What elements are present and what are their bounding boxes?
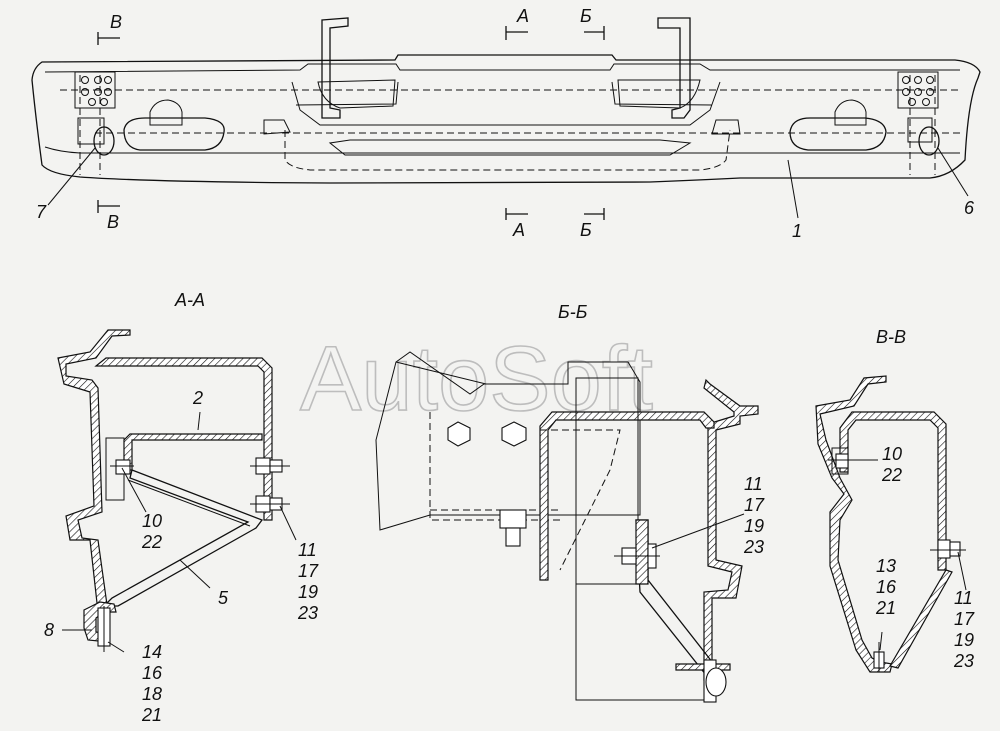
- callout-stack-aa-upper: 10 22: [141, 511, 162, 552]
- left-mounting-plate: [74, 71, 116, 109]
- bumper-front-view: [31, 17, 981, 219]
- callout-2: 2: [192, 388, 203, 408]
- callout-stack-bb-right: 11 17 19 23: [743, 474, 765, 557]
- callout-aa-22: 22: [141, 532, 162, 552]
- callout-aa-11: 11: [298, 540, 317, 560]
- callout-aa-10: 10: [142, 511, 162, 531]
- callout-7: 7: [36, 202, 47, 222]
- callout-vv-16: 16: [876, 577, 897, 597]
- callout-aa-17: 17: [298, 561, 319, 581]
- callout-aa-18: 18: [142, 684, 162, 704]
- callout-vv-23: 23: [953, 651, 974, 671]
- callout-aa-21: 21: [141, 705, 162, 725]
- callout-stack-aa-bottom: 14 16 18 21: [141, 642, 163, 725]
- right-mounting-plate: [897, 71, 939, 109]
- callout-bb-17: 17: [744, 495, 765, 515]
- callout-vv-19: 19: [954, 630, 974, 650]
- callout-8: 8: [44, 620, 54, 640]
- section-bb: [375, 351, 759, 703]
- section-vv: [815, 375, 967, 673]
- callout-5: 5: [218, 588, 229, 608]
- cut-label-b-top: Б: [580, 6, 592, 26]
- callout-1: 1: [792, 221, 802, 241]
- callout-stack-vv-middle: 13 16 21: [875, 556, 897, 618]
- callout-aa-16: 16: [142, 663, 163, 683]
- callout-bb-11: 11: [744, 474, 763, 494]
- cut-label-a-top: А: [516, 6, 529, 26]
- section-title-vv: В-В: [876, 327, 906, 347]
- callout-aa-19: 19: [298, 582, 318, 602]
- callout-vv-17: 17: [954, 609, 975, 629]
- cut-label-b-bottom: Б: [580, 220, 592, 240]
- callout-bb-23: 23: [743, 537, 764, 557]
- cut-label-v-top: В: [110, 12, 122, 32]
- callout-aa-14: 14: [142, 642, 162, 662]
- cut-marks: [97, 26, 605, 220]
- section-title-bb: Б-Б: [558, 302, 588, 322]
- callout-aa-23: 23: [297, 603, 318, 623]
- callout-vv-13: 13: [876, 556, 896, 576]
- cut-label-v-bottom: В: [107, 212, 119, 232]
- callout-stack-vv-right: 11 17 19 23: [953, 588, 975, 671]
- callout-vv-21: 21: [875, 598, 896, 618]
- callout-vv-11: 11: [954, 588, 973, 608]
- callout-vv-22: 22: [881, 465, 902, 485]
- callout-vv-10: 10: [882, 444, 902, 464]
- callout-6: 6: [964, 198, 975, 218]
- cut-label-a-bottom: А: [512, 220, 525, 240]
- callout-stack-vv-upper: 10 22: [881, 444, 902, 485]
- section-aa: [57, 329, 297, 653]
- section-title-aa: А-А: [174, 290, 205, 310]
- callout-bb-19: 19: [744, 516, 764, 536]
- callout-stack-aa-right: 11 17 19 23: [297, 540, 319, 623]
